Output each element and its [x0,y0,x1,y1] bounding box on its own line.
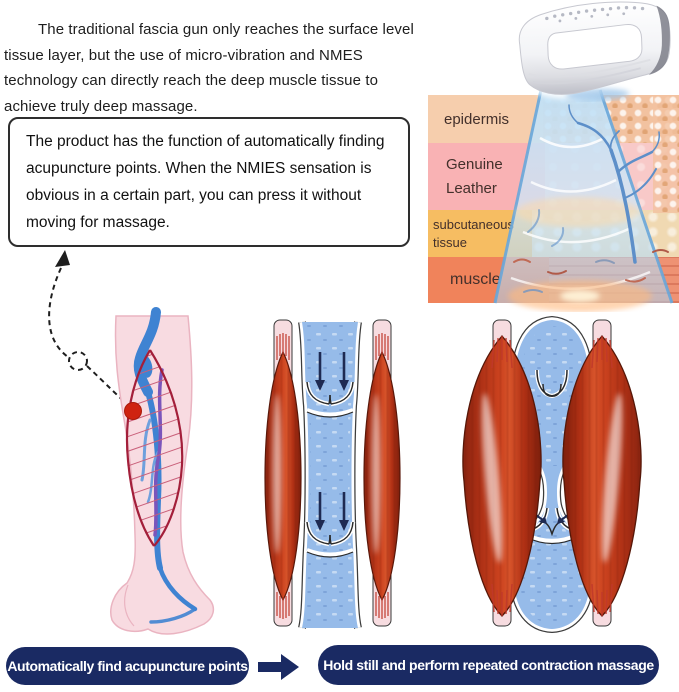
muscle-texture [549,257,679,303]
step-pill-find-acupoints: Automatically find acupuncture points [6,647,249,685]
layer-label-genuine-leather: Genuine Leather [428,143,545,210]
intro-paragraph: The traditional fascia gun only reaches … [4,21,414,115]
fat-cell-texture-strip [653,95,679,213]
layer-label-muscle: muscle [428,257,549,303]
massager-device-icon [518,1,671,101]
muscle-outline [125,349,184,547]
skin-penetration-diagram: epidermis Genuine Leather subcutaneous t… [428,0,679,312]
device-grip-dots [545,5,645,23]
vein-valves-and-arrows [304,352,356,558]
step-pill-hold-still-label: Hold still and perform repeated contract… [323,657,654,673]
step-pill-find-acupoints-label: Automatically find acupuncture points [7,658,248,674]
vein-channel [298,321,362,629]
layer-row-muscle: muscle [428,257,679,303]
relaxed-muscle-vein-figure [264,319,401,629]
contracted-muscles [462,335,642,617]
layer-label-subcutaneous: subcutaneous tissue [428,210,532,257]
layer-row-genuine-leather: Genuine Leather [428,143,679,210]
relaxed-muscles [264,333,401,619]
callout-box: The product has the function of automati… [8,117,410,247]
callout-text: The product has the function of automati… [26,133,385,231]
step-pill-hold-still: Hold still and perform repeated contract… [318,645,659,685]
contracted-muscle-vein-figure [462,316,642,634]
acupuncture-point-dot [124,402,142,420]
subcutaneous-texture [532,210,679,257]
leg-silhouette [110,315,215,635]
skin-layer-rows: epidermis Genuine Leather subcutaneous t… [428,95,679,303]
step-arrow-icon [258,654,299,680]
layer-row-subcutaneous: subcutaneous tissue [428,210,679,257]
leg-acupoint-illustration [110,307,215,635]
